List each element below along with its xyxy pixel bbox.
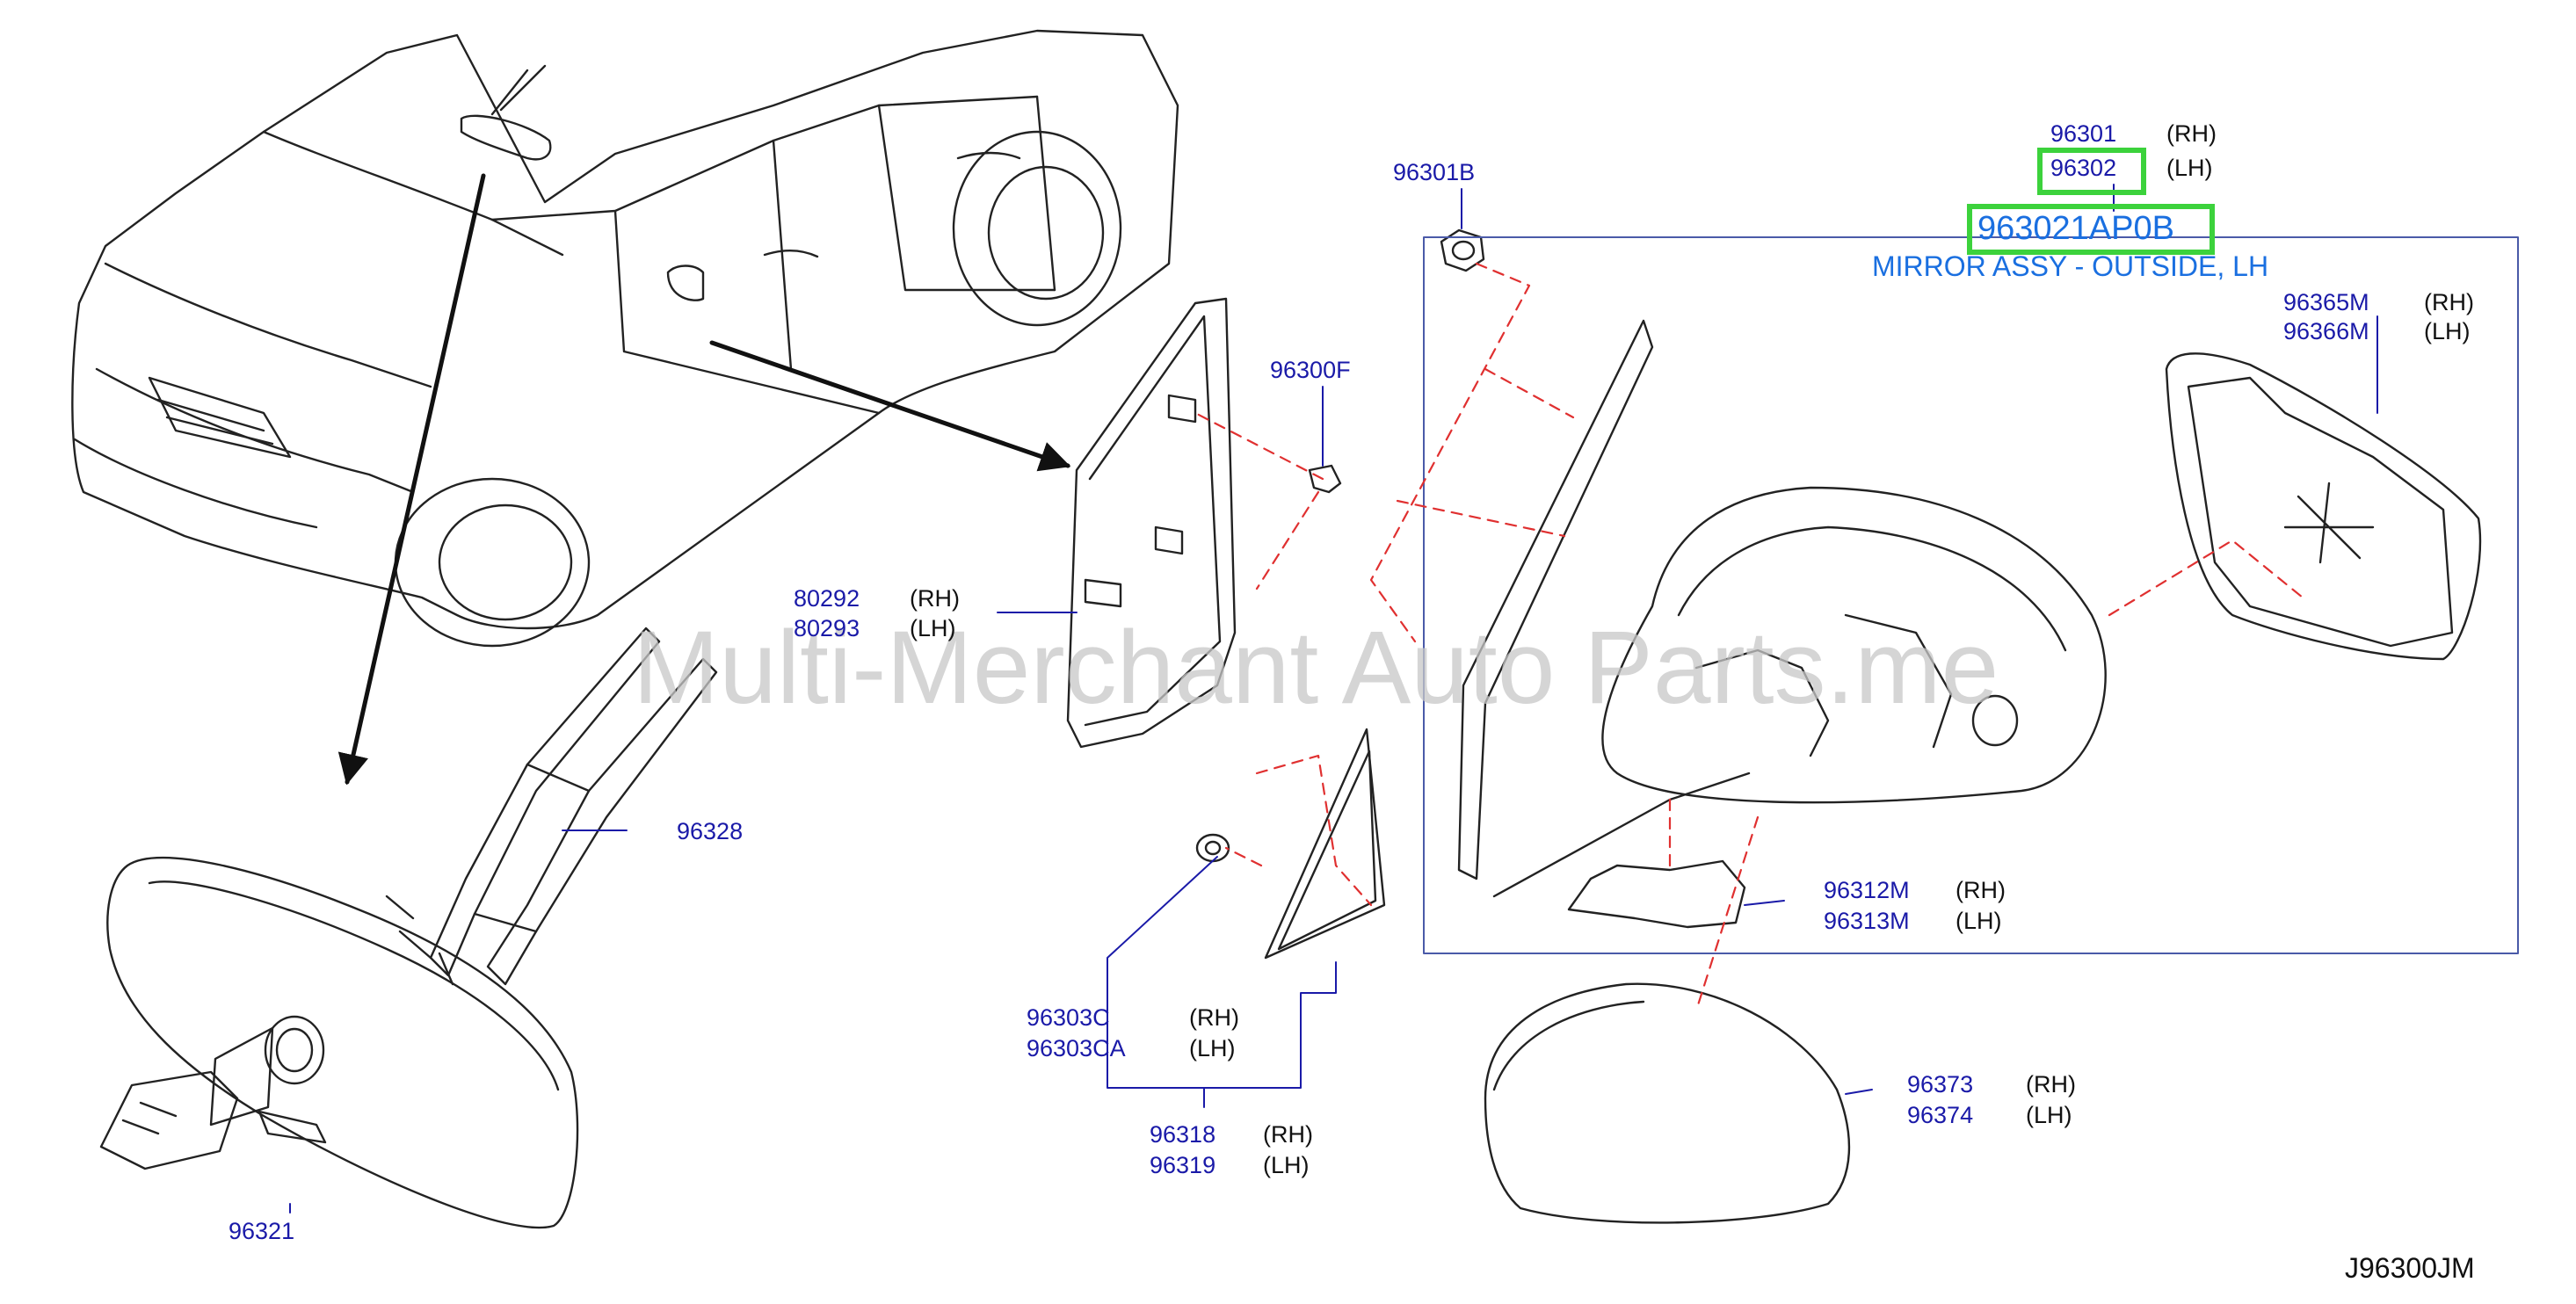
callout-96373: 96373	[1907, 1071, 1974, 1098]
clip-96300F	[1308, 464, 1342, 494]
bracket-96312M	[1567, 859, 1746, 929]
callout-96302: 96302	[2050, 155, 2117, 181]
callout-96303C: 96303C	[1027, 1004, 1110, 1031]
callout-96318-side: (RH)	[1263, 1121, 1313, 1148]
outside-mirror-housing	[1601, 486, 2107, 804]
callout-80293: 80293	[794, 615, 860, 641]
callout-96365M: 96365M	[2283, 289, 2369, 315]
rearview-mirror	[99, 856, 579, 1229]
callout-80292-side: (RH)	[910, 585, 960, 612]
callout-96303CA-side: (LH)	[1189, 1035, 1236, 1061]
callout-96300F: 96300F	[1270, 357, 1351, 383]
callout-96319-side: (LH)	[1263, 1152, 1310, 1178]
arrow-to-outside-mirror	[709, 340, 1071, 472]
vehicle-illustration	[71, 29, 1179, 648]
callout-96328: 96328	[677, 818, 744, 844]
dashed-leaders	[1194, 262, 2304, 1012]
grommet-96303C	[1195, 833, 1230, 863]
watermark: Multi-Merchant Auto Parts.me	[633, 610, 1999, 726]
callout-80292: 80292	[794, 585, 860, 612]
callout-96374-side: (LH)	[2026, 1102, 2072, 1128]
arrow-to-rearview	[337, 173, 486, 786]
callout-96318: 96318	[1150, 1121, 1216, 1148]
callout-96312M: 96312M	[1824, 877, 1910, 903]
callout-96366M-side: (LH)	[2424, 318, 2471, 344]
callout-96301: 96301	[2050, 120, 2117, 147]
door-trim-80292	[1066, 297, 1237, 749]
callout-96365M-side: (RH)	[2424, 289, 2474, 315]
callout-96313M: 96313M	[1824, 908, 1910, 934]
highlighted-part-number[interactable]: 963021AP0B	[1977, 210, 2174, 247]
mirror-glass-96365M	[2165, 352, 2482, 661]
nut-96301B	[1440, 228, 1485, 272]
highlight-box-96302	[2037, 148, 2146, 195]
callout-96321: 96321	[229, 1218, 295, 1244]
callout-96302-side: (LH)	[2166, 155, 2213, 181]
callout-80293-side: (LH)	[910, 615, 956, 641]
callout-96319: 96319	[1150, 1152, 1216, 1178]
callout-96312M-side: (RH)	[1956, 877, 2006, 903]
callout-96374: 96374	[1907, 1102, 1974, 1128]
callout-96366M: 96366M	[2283, 318, 2369, 344]
callout-leaders	[289, 184, 2378, 1213]
callout-96373-side: (RH)	[2026, 1071, 2076, 1098]
callout-96303C-side: (RH)	[1189, 1004, 1239, 1031]
triangle-cover-96318	[1264, 728, 1386, 960]
callout-96301-side: (RH)	[2166, 120, 2217, 147]
callout-96301B: 96301B	[1393, 159, 1476, 185]
callout-96303CA: 96303CA	[1027, 1035, 1126, 1061]
callout-96313M-side: (LH)	[1956, 908, 2002, 934]
bracket-96328	[385, 627, 718, 986]
diagram-code: J96300JM	[2345, 1252, 2475, 1284]
mirror-cover-96373	[1484, 982, 1851, 1224]
highlighted-part-description: MIRROR ASSY - OUTSIDE, LH	[1872, 250, 2269, 282]
outside-mirror-base	[1457, 319, 1751, 898]
highlight-box-963021AP0B	[1967, 204, 2215, 255]
